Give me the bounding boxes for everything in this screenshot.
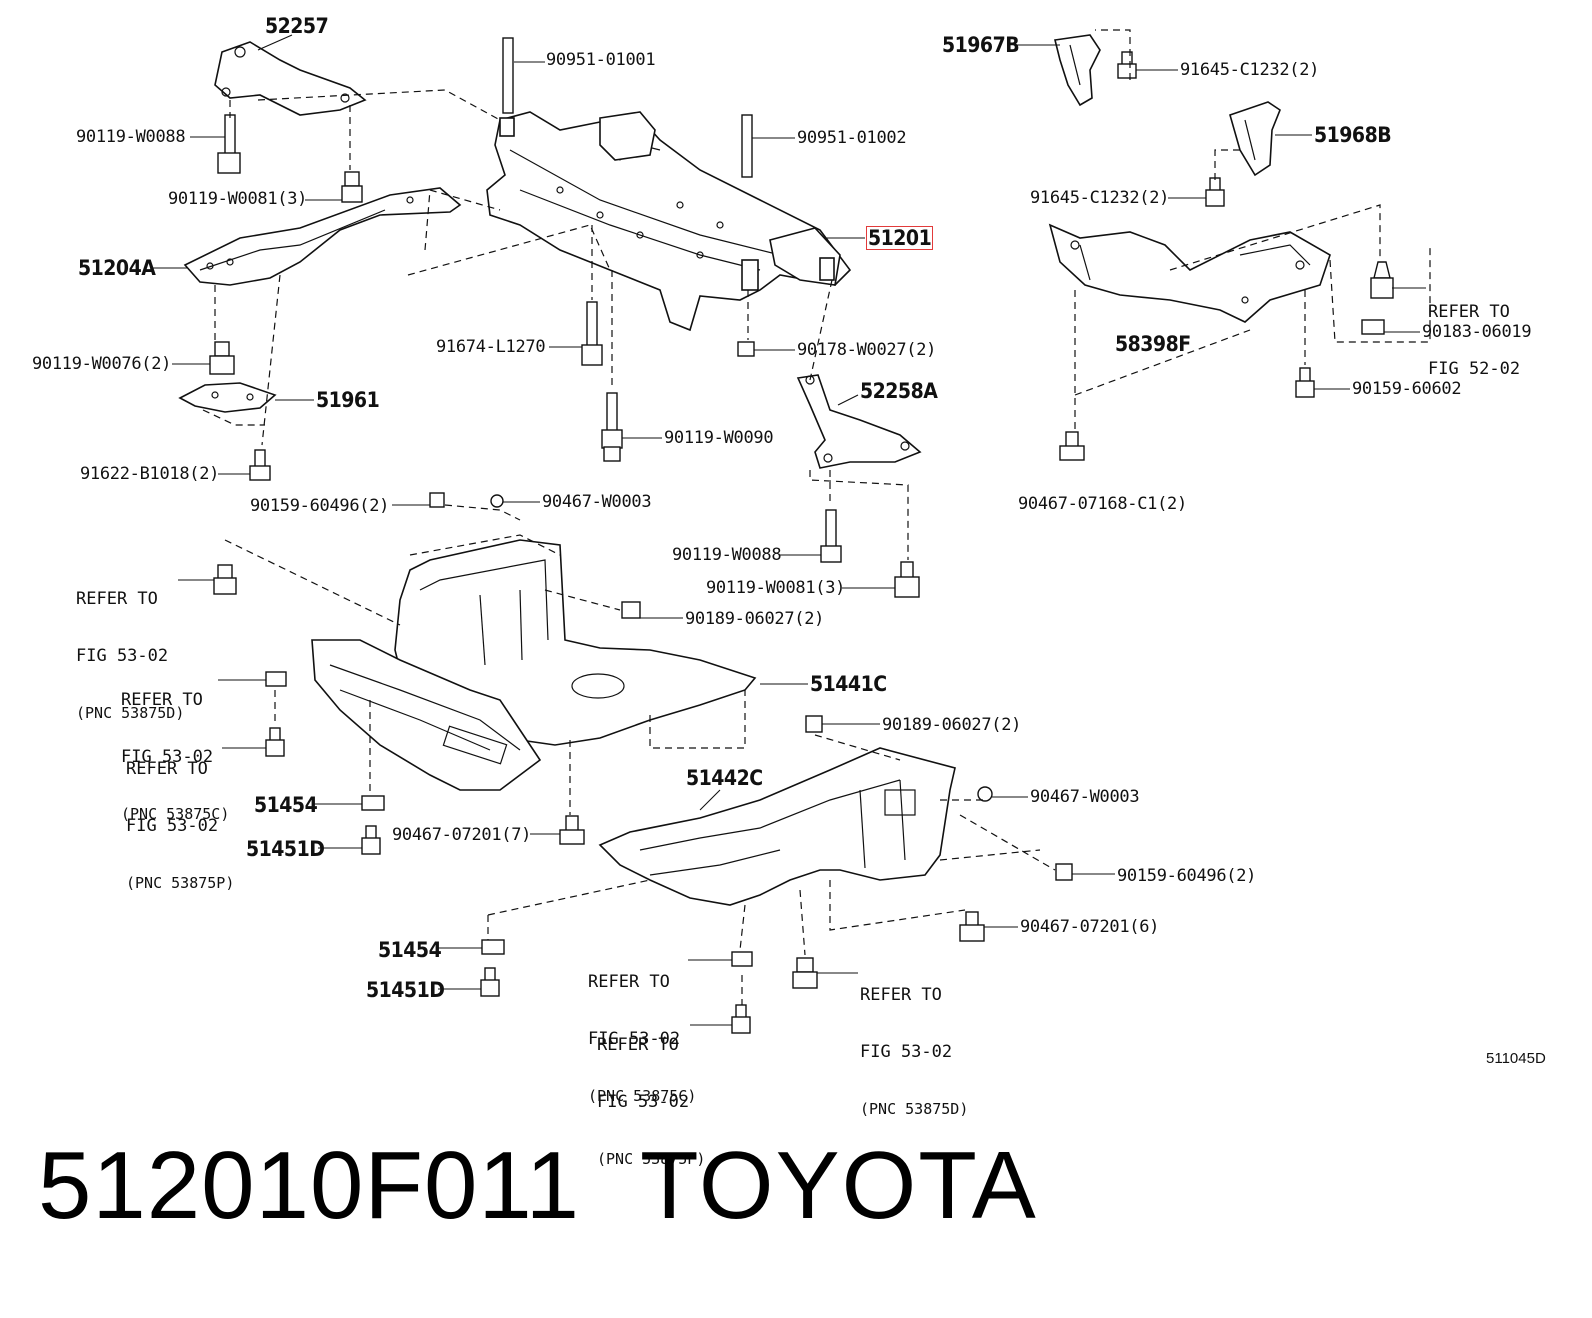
label-52257[interactable]: 52257 (265, 14, 329, 38)
label-90159-60496-b[interactable]: 90159-60496(2) (1117, 866, 1257, 886)
refer-line: FIG 53-02 (860, 1042, 953, 1062)
brand-name: TOYOTA (640, 1132, 1038, 1239)
label-90119-w0090[interactable]: 90119-W0090 (664, 428, 774, 448)
refer-fig-53-02-pnc-53875c-a[interactable]: REFER TO FIG 53-02 (PNC 53875C) (121, 653, 229, 862)
refer-fig-53-02-pnc-53875p-a[interactable]: REFER TO FIG 53-02 (PNC 53875P) (126, 722, 234, 931)
refer-pnc: (PNC 53875P) (597, 1150, 706, 1168)
brace-51204a-drawing (183, 187, 462, 286)
assembly-lines (202, 29, 1431, 1005)
label-90119-w0076[interactable]: 90119-W0076(2) (32, 354, 172, 374)
label-90467-07201-b[interactable]: 90467-07201(6) (1020, 917, 1160, 937)
refer-line: REFER TO (121, 690, 203, 710)
label-90183-06019[interactable]: 90183-06019 (1422, 322, 1532, 342)
label-90159-60602[interactable]: 90159-60602 (1352, 379, 1462, 399)
label-51201-highlighted[interactable]: 51201 (866, 226, 934, 250)
label-51204a[interactable]: 51204A (78, 256, 156, 280)
label-90951-01001[interactable]: 90951-01001 (546, 50, 656, 70)
label-90119-w0088-a[interactable]: 90119-W0088 (76, 127, 186, 147)
label-90178-w0027[interactable]: 90178-W0027(2) (797, 340, 937, 360)
label-51442c[interactable]: 51442C (686, 766, 763, 790)
bracket-52257-drawing (214, 41, 367, 116)
refer-line: FIG 53-02 (126, 816, 219, 836)
refer-line: FIG 53-02 (76, 646, 169, 666)
refer-fig-53-02-pnc-53875c-b[interactable]: REFER TO FIG 53-02 (PNC 53875C) (588, 935, 696, 1144)
label-58398f[interactable]: 58398F (1115, 332, 1191, 356)
refer-line: FIG 53-02 (588, 1029, 681, 1049)
refer-line: FIG 53-02 (121, 747, 214, 767)
refer-pnc: (PNC 53875D) (76, 704, 185, 722)
label-91622-b1018[interactable]: 91622-B1018(2) (80, 464, 220, 484)
undercover-51442c-drawing (598, 747, 956, 906)
label-51451d-b[interactable]: 51451D (366, 978, 445, 1002)
refer-pnc: (PNC 53875P) (126, 874, 235, 892)
label-90467-w0003-a[interactable]: 90467-W0003 (542, 492, 652, 512)
refer-line: REFER TO (76, 589, 158, 609)
refer-fig-53-02-pnc-53875p-b[interactable]: REFER TO FIG 53-02 (PNC 53875P) (597, 998, 705, 1207)
label-51961[interactable]: 51961 (316, 388, 380, 412)
leader-lines (150, 34, 1426, 1026)
fasteners (209, 37, 1394, 1034)
figure-id: 511045D (1486, 1050, 1546, 1067)
refer-fig-53-02-pnc-53875d-b[interactable]: REFER TO FIG 53-02 (PNC 53875D) (860, 948, 968, 1157)
label-90467-w0003-b[interactable]: 90467-W0003 (1030, 787, 1140, 807)
label-91645-c1232-b[interactable]: 91645-C1232(2) (1030, 188, 1170, 208)
label-52258a[interactable]: 52258A (860, 379, 938, 403)
refer-line: REFER TO (126, 759, 208, 779)
refer-line: REFER TO (1428, 302, 1510, 322)
label-91645-c1232-a[interactable]: 91645-C1232(2) (1180, 60, 1320, 80)
refer-fig-52-02[interactable]: REFER TO FIG 52-02 (1428, 265, 1520, 417)
bracket-51967b-drawing (1054, 34, 1101, 107)
label-90951-01002[interactable]: 90951-01002 (797, 128, 907, 148)
refer-line: FIG 53-02 (597, 1092, 690, 1112)
part-number-title: 512010F011 (38, 1132, 581, 1239)
label-51454-a[interactable]: 51454 (254, 793, 318, 817)
undercover-51441c-drawing (311, 539, 757, 791)
refer-line: REFER TO (588, 972, 670, 992)
undercover-58398f-drawing (1048, 223, 1331, 323)
bracket-52258a-drawing (796, 374, 922, 469)
crossmember-51201-drawing (486, 111, 852, 332)
label-90119-w0081-a[interactable]: 90119-W0081(3) (168, 189, 308, 209)
label-90159-60496-a[interactable]: 90159-60496(2) (250, 496, 390, 516)
label-90467-07168-c1[interactable]: 90467-07168-C1(2) (1018, 494, 1187, 514)
plate-51961-drawing (178, 382, 277, 413)
label-90119-w0081-b[interactable]: 90119-W0081(3) (706, 578, 846, 598)
label-51967b[interactable]: 51967B (942, 33, 1020, 57)
refer-pnc: (PNC 53875C) (121, 805, 230, 823)
refer-line: REFER TO (860, 985, 942, 1005)
label-51454-b[interactable]: 51454 (378, 938, 442, 962)
label-51968b[interactable]: 51968B (1314, 123, 1392, 147)
label-51441c[interactable]: 51441C (810, 672, 887, 696)
refer-line: REFER TO (597, 1035, 679, 1055)
label-91674-l1270[interactable]: 91674-L1270 (436, 337, 546, 357)
label-90189-06027-b[interactable]: 90189-06027(2) (882, 715, 1022, 735)
label-90189-06027-a[interactable]: 90189-06027(2) (685, 609, 825, 629)
refer-pnc: (PNC 53875C) (588, 1087, 697, 1105)
refer-pnc: (PNC 53875D) (860, 1100, 969, 1118)
label-51451d-a[interactable]: 51451D (246, 837, 325, 861)
refer-line: FIG 52-02 (1428, 359, 1521, 379)
label-90119-w0088-b[interactable]: 90119-W0088 (672, 545, 782, 565)
label-90467-07201-a[interactable]: 90467-07201(7) (392, 825, 532, 845)
bracket-51968b-drawing (1229, 101, 1281, 177)
refer-fig-53-02-pnc-53875d-a[interactable]: REFER TO FIG 53-02 (PNC 53875D) (76, 552, 184, 761)
